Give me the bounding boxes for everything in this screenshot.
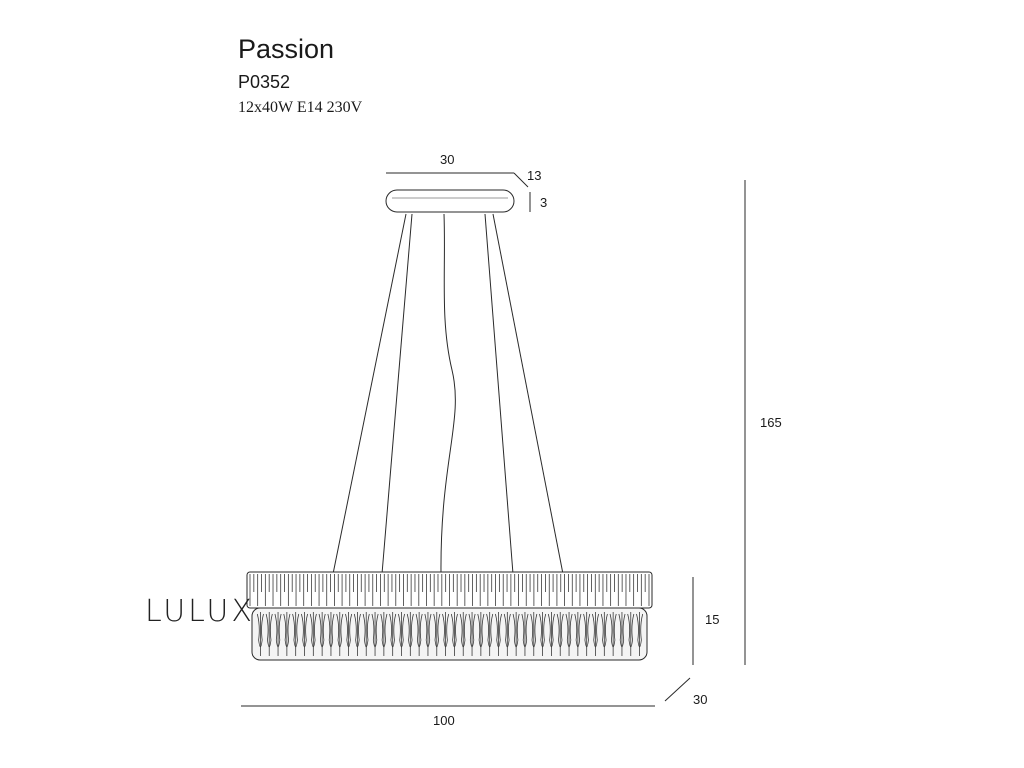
total-height-label: 165: [760, 415, 782, 430]
product-code: P0352: [238, 72, 291, 92]
shade-height-label: 15: [705, 612, 720, 627]
canopy-width-label: 30: [440, 152, 455, 167]
shade-depth-label: 30: [693, 692, 708, 707]
suspension-wires: [332, 213, 564, 575]
brand-watermark: LULUX: [145, 594, 255, 629]
shade-width-label: 100: [433, 713, 455, 728]
shade: [246, 571, 653, 661]
product-spec: 12x40W E14 230V: [238, 99, 363, 116]
canopy-depth-label: 13: [527, 168, 542, 183]
canopy-dimension-lines: [386, 172, 531, 212]
product-name: Passion: [238, 34, 335, 64]
canopy: [385, 189, 515, 213]
depth-dimension-line: [664, 677, 691, 702]
canopy-height-label: 3: [540, 195, 548, 210]
